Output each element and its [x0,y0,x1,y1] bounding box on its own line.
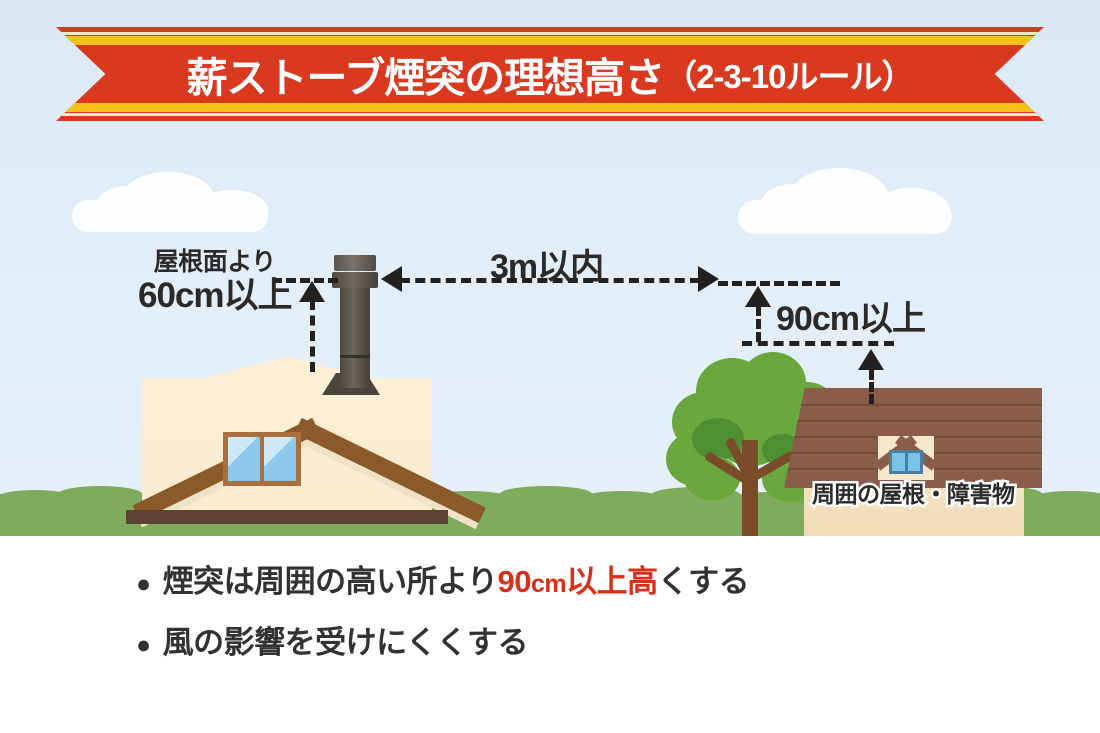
horizontal-distance-arrow-right-icon [698,266,719,292]
bullet-accent: 90cm以上高 [497,556,659,601]
banner-body [56,27,1044,121]
title-banner: 薪ストーブ煙突の理想高さ（2-3-10ルール） [56,27,1044,121]
banner-title-main: 薪ストーブ煙突の理想高さ [186,55,666,101]
roof-clearance-stem [310,300,315,372]
roof-clearance-arrow-icon [299,281,325,302]
roof-clearance-label: 屋根面より 60cm以上 [138,248,293,315]
roof-clearance-label-line2: 60cm以上 [138,276,293,315]
banner-stripe-thin-top [56,32,1044,35]
horizontal-distance-arrow-left-icon [381,266,402,292]
banner-title-paren: （2-3-10ルール） [664,58,914,95]
banner-stripe-thin-bottom [56,113,1044,116]
obstacle-clearance-lower-line [742,341,894,346]
bullet-accent-number: 90 [497,564,532,599]
roof-clearance-label-line1: 屋根面より [153,248,277,276]
obstacle-clearance-stem-left [756,306,761,342]
horizontal-distance-line [400,278,700,283]
summary-bullets: ● 煙突は周囲の高い所より 90cm以上高 くする ● 風の影響を受けにくくする [136,556,750,678]
bullet-text-before: 風の影響を受けにくくする [162,625,529,660]
obstacle-clearance-stem-right [869,370,874,404]
bullet-accent-after: 以上高 [566,564,658,599]
bullet-marker-icon: ● [136,570,151,598]
obstacle-clearance-upper-line [718,281,840,286]
house-window [223,432,301,486]
bullet-text-after: くする [657,564,750,599]
obstacle-caption: 周囲の屋根・障害物 [810,479,1018,510]
obstacle-clearance-label: 90cm以上 [776,300,926,338]
list-item: ● 煙突は周囲の高い所より 90cm以上高 くする [136,556,750,601]
horizontal-distance-label: 3m以内 [490,248,604,286]
bullet-text-before: 煙突は周囲の高い所より [162,564,498,599]
banner-stripe-top [56,36,1044,45]
chimney [322,255,380,395]
obstacle-clearance-arrow-right-icon [858,349,884,370]
banner-stripe-bottom [56,103,1044,112]
neighbour-house [784,388,1042,536]
roof-clearance-ref-line [272,278,338,283]
bullet-accent-unit: cm [530,570,567,598]
bullet-marker-icon: ● [136,631,151,659]
page-title: 薪ストーブ煙突の理想高さ（2-3-10ルール） [56,27,1044,121]
obstacle-clearance-arrow-left-icon [745,286,771,307]
main-house [108,340,508,536]
list-item: ● 風の影響を受けにくくする [136,617,749,662]
